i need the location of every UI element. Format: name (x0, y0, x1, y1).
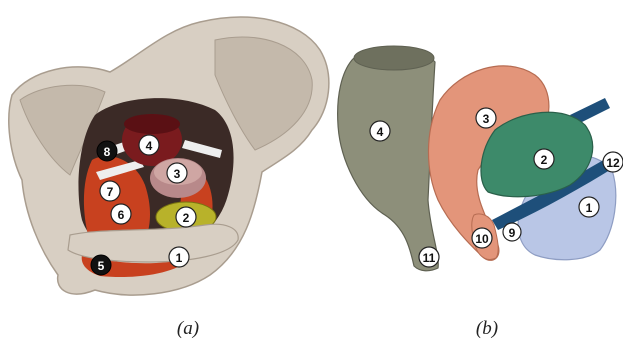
svg-text:9: 9 (509, 226, 516, 240)
svg-text:4: 4 (377, 125, 384, 139)
caption-a: (a) (158, 318, 218, 340)
svg-text:1: 1 (586, 201, 593, 215)
panel-a-pelvis (9, 17, 329, 295)
badge-b-4: 4 (370, 121, 390, 141)
rectum-top (124, 114, 180, 134)
svg-text:2: 2 (183, 211, 190, 225)
svg-text:1: 1 (176, 251, 183, 265)
svg-text:12: 12 (606, 156, 620, 170)
svg-text:11: 11 (423, 251, 436, 265)
badge-b-11: 11 (419, 247, 439, 267)
badge-b-10: 10 (472, 228, 492, 248)
badge-a-4: 4 (139, 135, 159, 155)
badge-b-3: 3 (476, 108, 496, 128)
svg-text:6: 6 (118, 208, 125, 222)
badge-a-2: 2 (176, 207, 196, 227)
svg-text:4: 4 (146, 139, 153, 153)
svg-text:5: 5 (98, 259, 105, 273)
badge-a-6: 6 (111, 204, 131, 224)
badge-a-3: 3 (167, 163, 187, 183)
badge-a-5: 5 (91, 255, 111, 275)
badge-b-9: 9 (503, 223, 521, 241)
svg-text:2: 2 (541, 153, 548, 167)
badge-a-8: 8 (97, 141, 117, 161)
badge-b-2: 2 (534, 149, 554, 169)
svg-text:8: 8 (104, 145, 111, 159)
svg-text:3: 3 (483, 112, 490, 126)
organ-rectum-opening (354, 46, 434, 70)
svg-text:10: 10 (475, 232, 489, 246)
caption-b: (b) (457, 318, 517, 340)
svg-text:3: 3 (174, 167, 181, 181)
badge-b-12: 12 (603, 152, 623, 172)
badge-b-1: 1 (579, 197, 599, 217)
svg-text:7: 7 (107, 185, 114, 199)
badge-a-7: 7 (100, 181, 120, 201)
organ-rectum-tube (338, 49, 439, 271)
badge-a-1: 1 (169, 247, 189, 267)
